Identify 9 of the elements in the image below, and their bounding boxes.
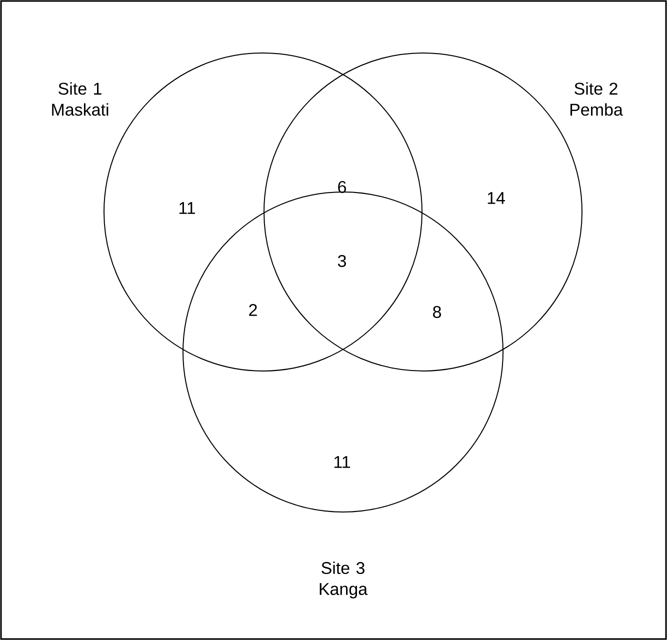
region-count: 11 (334, 456, 350, 468)
set-label: Site 1 Maskati (52, 82, 108, 116)
region-count: 8 (433, 306, 441, 318)
region-count: 11 (179, 202, 195, 214)
region-count: 2 (249, 304, 257, 316)
set-label: Site 3 Kanga (320, 562, 368, 598)
set-label: Site 2 Pemba (570, 82, 623, 116)
region-count: 14 (488, 192, 505, 204)
region-count: 3 (338, 254, 346, 268)
